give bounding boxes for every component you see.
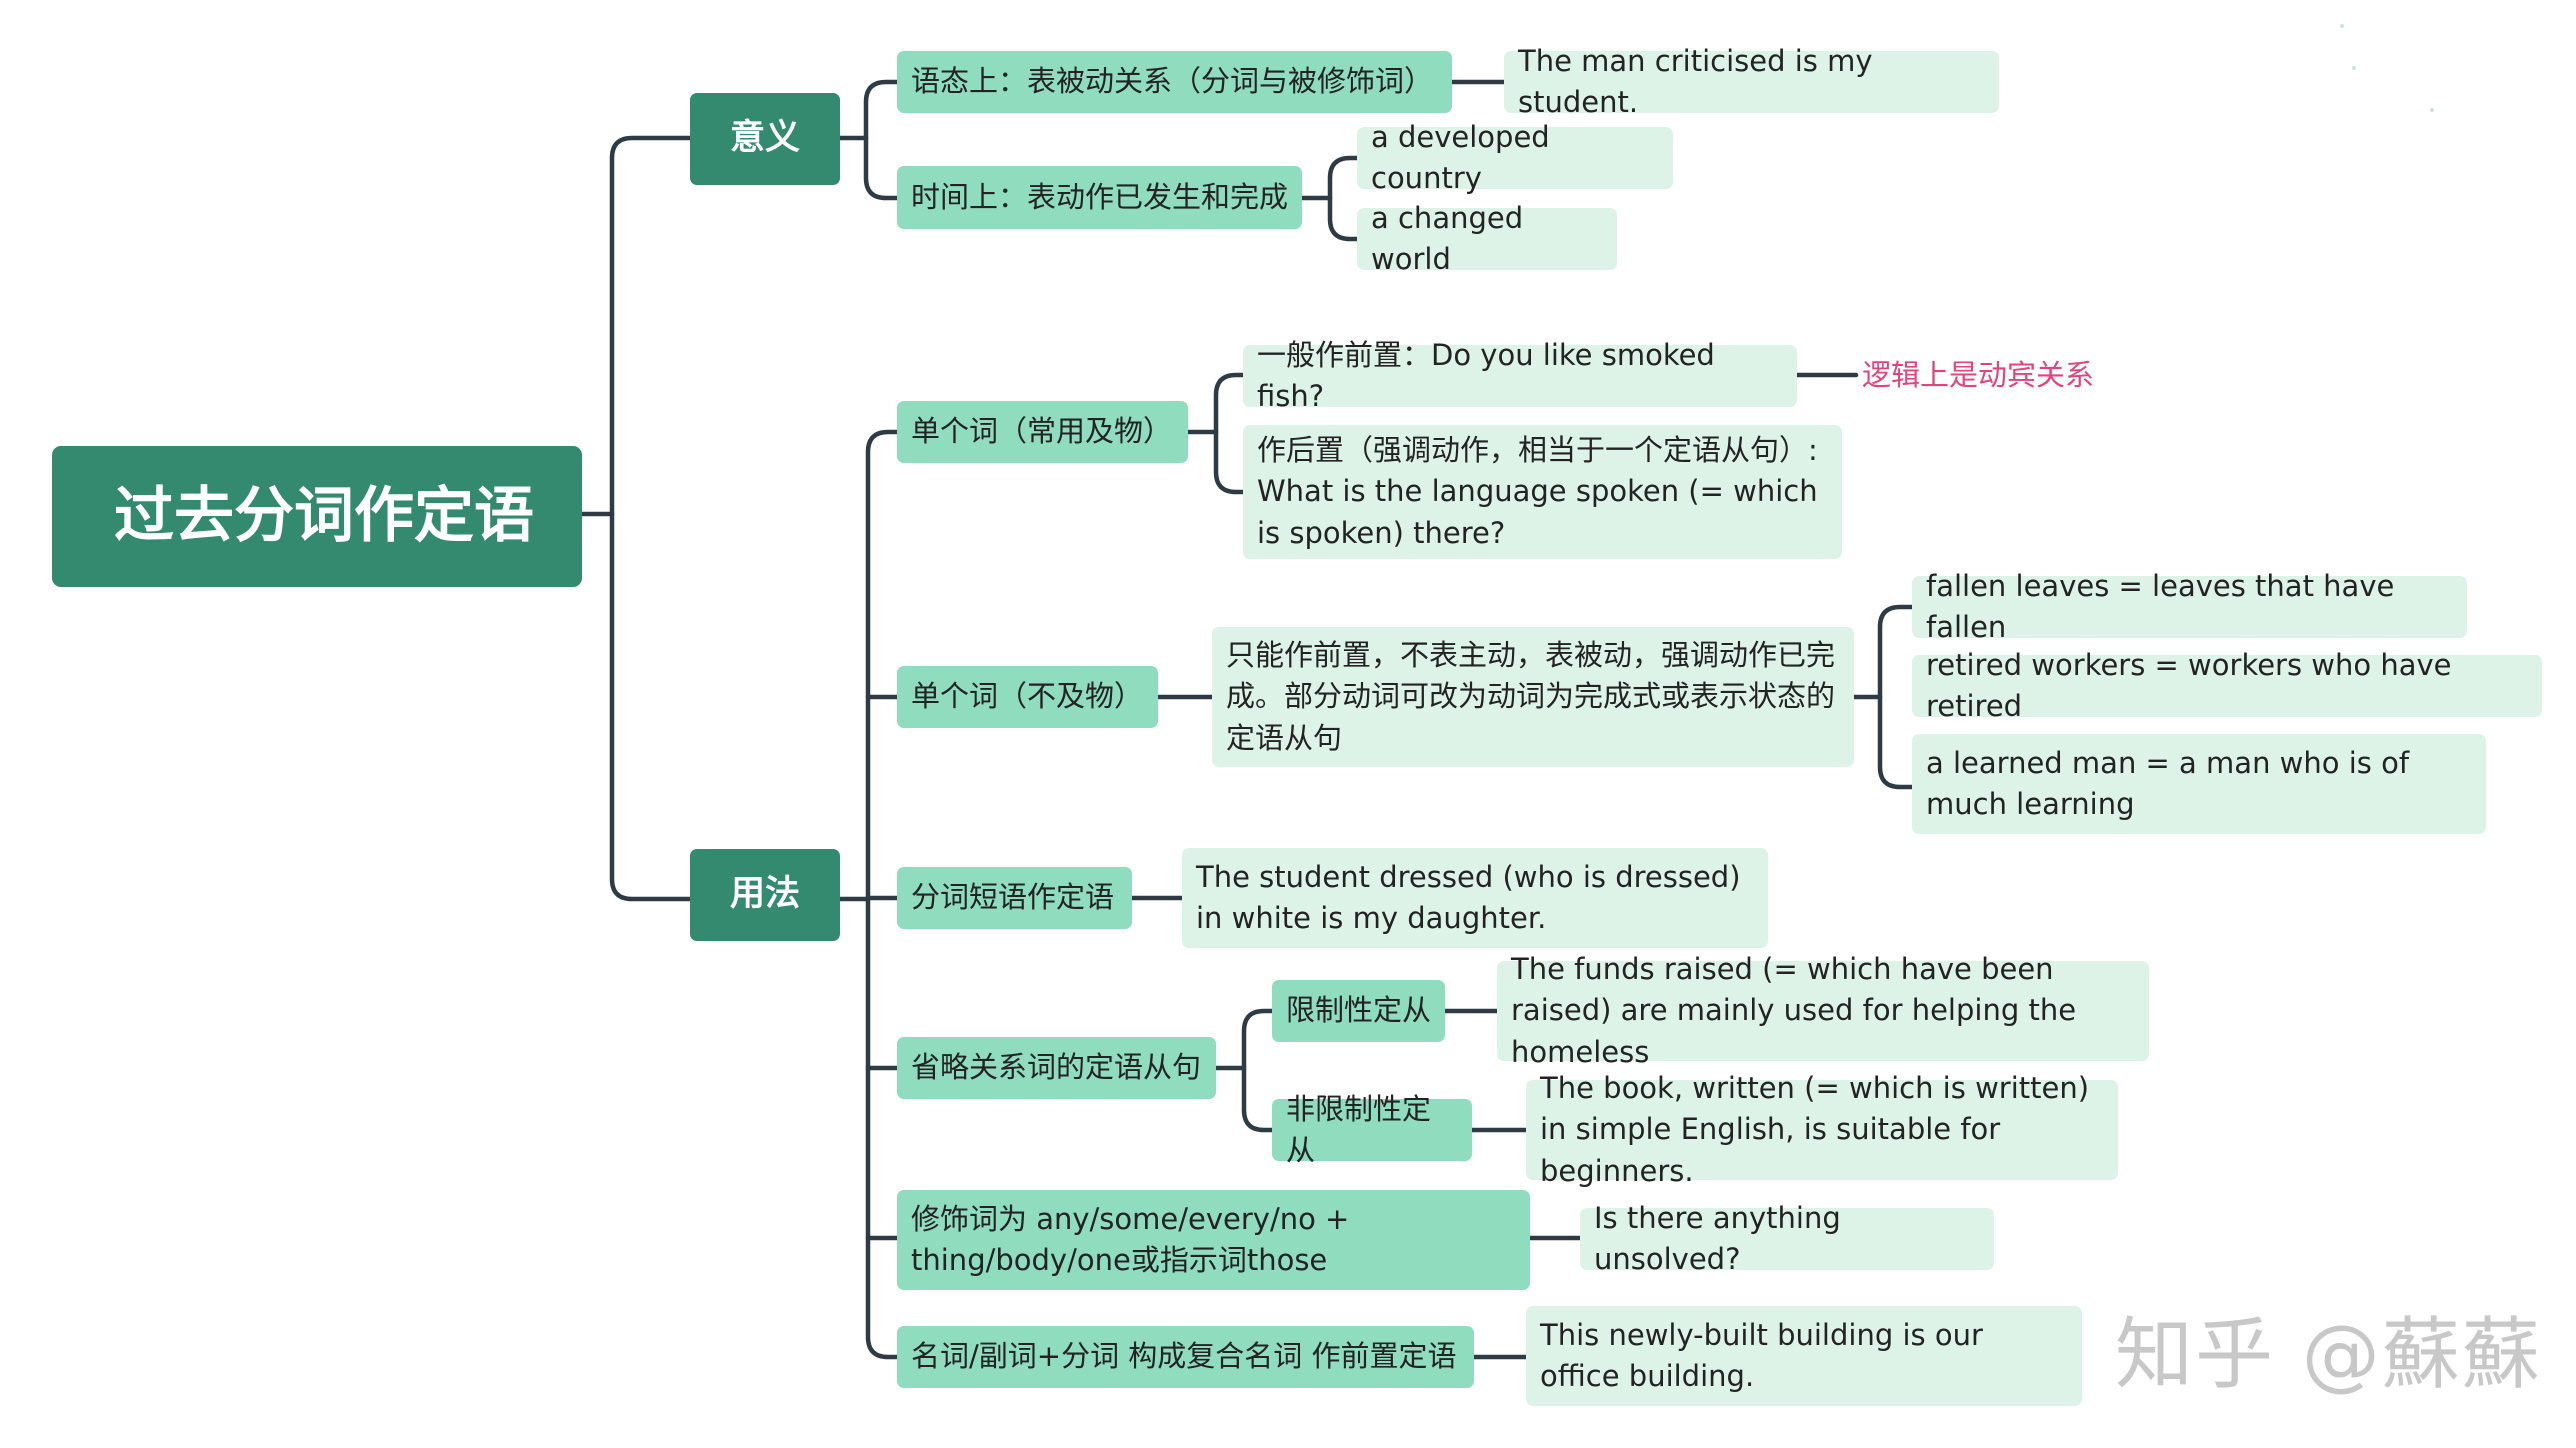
meaning-voice-node[interactable]: 语态上：表被动关系（分词与被修饰词）: [897, 51, 1452, 113]
meaning-node[interactable]: 意义: [690, 93, 840, 185]
usage-transitive-post[interactable]: 作后置（强调动作，相当于一个定语从句）: What is the languag…: [1243, 425, 1842, 559]
usage-intransitive-example-1[interactable]: fallen leaves = leaves that have fallen: [1912, 569, 2467, 644]
usage-transitive-node[interactable]: 单个词（常用及物）: [897, 401, 1188, 463]
usage-compound-example[interactable]: This newly-built building is our office …: [1526, 1306, 2082, 1406]
usage-intransitive-example-2[interactable]: retired workers = workers who have retir…: [1912, 648, 2542, 723]
usage-omitted-nonrestrictive[interactable]: 非限制性定从: [1272, 1092, 1472, 1167]
usage-node[interactable]: 用法: [690, 849, 840, 941]
meaning-voice-example[interactable]: The man criticised is my student.: [1504, 44, 1999, 119]
usage-intransitive-node[interactable]: 单个词（不及物）: [897, 666, 1158, 728]
usage-omitted-node[interactable]: 省略关系词的定语从句: [897, 1037, 1216, 1099]
usage-omitted-restrictive-example[interactable]: The funds raised (= which have been rais…: [1497, 952, 2149, 1069]
usage-phrase-example[interactable]: The student dressed (who is dressed) in …: [1182, 848, 1768, 948]
usage-omitted-nonrestrictive-example[interactable]: The book, written (= which is written) i…: [1526, 1071, 2118, 1188]
usage-intransitive-desc[interactable]: 只能作前置，不表主动，表被动，强调动作已完成。部分动词可改为动词为完成式或表示状…: [1212, 627, 1854, 767]
usage-compound-node[interactable]: 名词/副词+分词 构成复合名词 作前置定语: [897, 1326, 1474, 1388]
usage-transitive-pre[interactable]: 一般作前置：Do you like smoked fish?: [1243, 338, 1797, 413]
meaning-time-example-2[interactable]: a changed world: [1357, 201, 1617, 276]
meaning-time-node[interactable]: 时间上：表动作已发生和完成: [897, 166, 1302, 229]
usage-indefinite-example[interactable]: Is there anything unsolved?: [1580, 1201, 1994, 1276]
watermark: 知乎 @蘇蘇: [2115, 1309, 2542, 1400]
usage-omitted-restrictive[interactable]: 限制性定从: [1272, 980, 1445, 1042]
root-topic[interactable]: 过去分词作定语: [52, 446, 582, 587]
meaning-time-example-1[interactable]: a developed country: [1357, 120, 1673, 195]
usage-indefinite-node[interactable]: 修饰词为 any/some/every/no + thing/body/one或…: [897, 1190, 1530, 1290]
usage-phrase-node[interactable]: 分词短语作定语: [897, 867, 1132, 929]
decorative-dot: [2340, 24, 2344, 28]
decorative-dot: [2430, 108, 2434, 112]
usage-intransitive-example-3[interactable]: a learned man = a man who is of much lea…: [1912, 734, 2486, 834]
usage-transitive-pre-note: 逻辑上是动宾关系: [1862, 358, 2095, 393]
decorative-dot: [2352, 66, 2356, 70]
